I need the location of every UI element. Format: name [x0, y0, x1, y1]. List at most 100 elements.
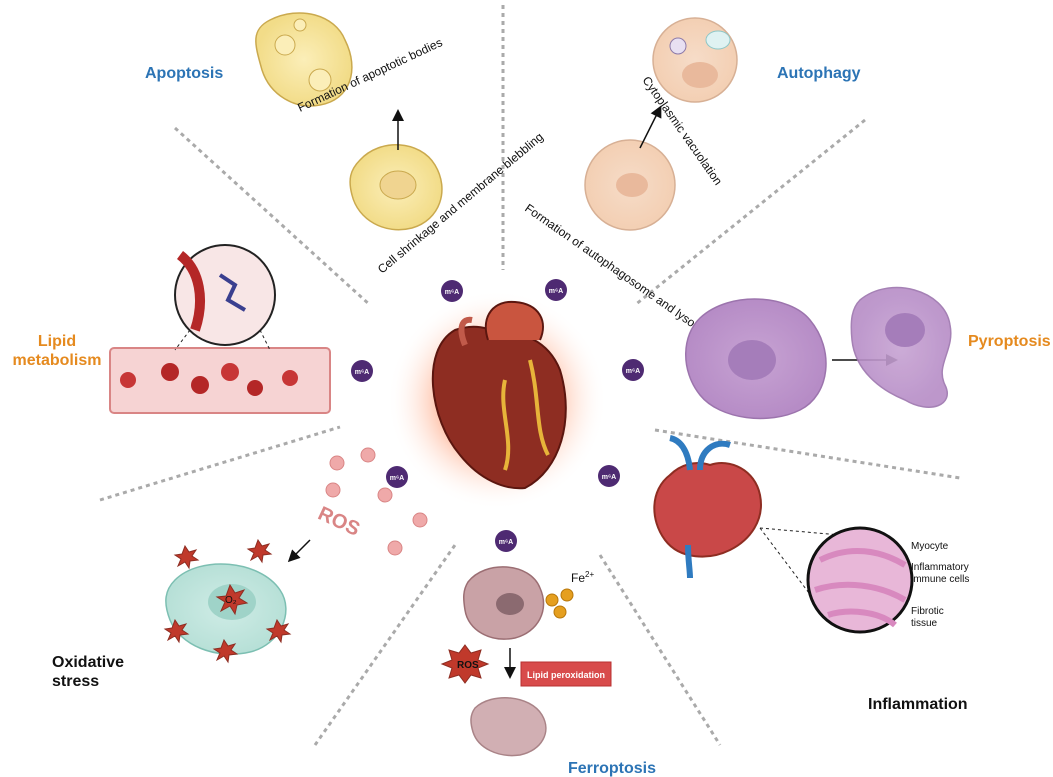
rbc-6	[282, 370, 298, 386]
rbc-2	[161, 363, 179, 381]
divider-pyroptosis-inflammation	[654, 428, 961, 480]
rbc-5	[247, 380, 263, 396]
svg-text:m⁶A: m⁶A	[549, 288, 564, 295]
o2-radical-burst	[163, 538, 292, 664]
apoptosis-section: Apoptosis Formation of apoptotic bodies …	[145, 12, 546, 276]
blood-vessel	[109, 347, 331, 414]
rbc-3	[191, 376, 209, 394]
histology-circle	[806, 526, 914, 634]
iron-3	[553, 605, 567, 619]
anatomical-heart	[653, 462, 762, 558]
apoptotic-body-3	[293, 18, 307, 32]
ros-dot-1	[329, 455, 345, 471]
shrunken-cell-nucleus	[379, 170, 417, 200]
m6a-badge-bottom-left: m⁶A	[386, 466, 408, 488]
o2-burst-5	[265, 618, 292, 644]
ferroptosis-section: Fe2+ ROS Lipid peroxidation Ferroptosis	[440, 566, 656, 777]
myocyte-label: Myocyte	[911, 541, 949, 552]
rbc-4	[221, 363, 239, 381]
divider-lipid-oxidative	[99, 425, 341, 502]
autophagy-section: Autophagy Cytoplasmic vacuolation Format…	[522, 17, 861, 347]
oxidative-title-line1: Oxidative	[52, 654, 124, 671]
divider-oxidative-ferroptosis	[313, 544, 457, 746]
svg-text:m⁶A: m⁶A	[499, 539, 514, 546]
o2-burst-6	[212, 638, 239, 664]
inflammation-section: Myocyte Inflammatory immune cells Fibrot…	[653, 435, 969, 713]
ros-dot-4	[377, 487, 393, 503]
ros-dot-2	[360, 447, 376, 463]
m6a-badge-left: m⁶A	[351, 360, 373, 382]
iron-2	[560, 588, 574, 602]
o2-label: O₂	[225, 595, 237, 606]
lipid-metabolism-section: Lipid metabolism	[13, 244, 331, 414]
lipid-peroxidation-label: Lipid peroxidation	[527, 670, 605, 680]
fibrotic-label-line1: Fibrotic	[911, 606, 944, 617]
o2-burst-2	[246, 538, 273, 564]
central-heart	[387, 290, 607, 510]
m6a-badge-right: m⁶A	[622, 359, 644, 381]
lysosome	[705, 30, 731, 50]
heart-coronary	[501, 359, 550, 471]
divider-autophagy-pyroptosis	[634, 118, 866, 307]
iron-charge: 2+	[585, 570, 594, 579]
heart-vessel	[458, 316, 473, 347]
autophagosome	[669, 37, 687, 55]
pyroptosis-section: Pyroptosis	[685, 286, 1051, 420]
autophagy-title: Autophagy	[777, 65, 861, 82]
vacuolated-cell-nucleus	[682, 62, 718, 88]
lipid-plaque	[218, 273, 247, 312]
iron-label: Fe2+	[571, 570, 594, 585]
divider-apoptosis-lipid	[173, 126, 372, 307]
magnify-guide-right	[259, 329, 271, 351]
m6a-badge-bottom-right: m⁶A	[598, 465, 620, 487]
ros-dot-6	[387, 540, 403, 556]
svg-text:m⁶A: m⁶A	[602, 474, 617, 481]
oxidative-stress-section: ROS O₂ Oxidative stress	[52, 447, 428, 690]
heart-aorta	[484, 300, 544, 341]
oxidative-title-line2: stress	[52, 673, 99, 690]
myocyte-fibers	[814, 547, 907, 628]
immune-label-line2: immune cells	[911, 574, 969, 585]
svg-text:m⁶A: m⁶A	[355, 369, 370, 376]
vacuolated-cell	[652, 17, 738, 103]
divider-ferroptosis-inflammation	[598, 554, 722, 746]
ferroptosis-nucleus	[496, 593, 524, 615]
iron-symbol: Fe	[571, 571, 585, 585]
round-cell-nucleus	[616, 173, 648, 197]
o2-burst-1	[173, 544, 200, 570]
oxidative-arrow	[287, 539, 311, 563]
apoptotic-body-2	[308, 68, 332, 92]
zoom-guide-top	[759, 527, 841, 536]
m6a-badge-top-left: m⁶A	[441, 280, 463, 302]
pyroptosis-cell-after	[850, 286, 952, 408]
ros-burst	[440, 644, 490, 684]
pyroptosis-nucleus-before	[728, 340, 776, 380]
pyroptosis-title: Pyroptosis	[968, 333, 1051, 350]
sector-dividers	[99, 5, 961, 746]
rbc-1	[120, 372, 136, 388]
ferroptotic-cell	[470, 697, 547, 757]
ros-label: ROS	[315, 503, 364, 541]
fibrotic-label-line2: tissue	[911, 618, 938, 629]
m6a-badge-top-right: m⁶A	[545, 279, 567, 301]
magnify-guide-left	[174, 329, 191, 351]
pyroptosis-nucleus-after	[885, 313, 925, 347]
iron-1	[545, 593, 559, 607]
svg-text:m⁶A: m⁶A	[390, 475, 405, 482]
heart-descending-aorta	[685, 544, 693, 579]
svg-text:m⁶A: m⁶A	[445, 289, 460, 296]
o2-burst-4	[163, 618, 190, 644]
o2-burst-3	[215, 583, 249, 616]
lipid-peroxidation-box	[520, 661, 612, 687]
ros-dot-3	[325, 482, 341, 498]
ferroptosis-ros-label: ROS	[457, 660, 479, 671]
inflammation-title: Inflammation	[868, 696, 968, 713]
heart-vessel-blue	[669, 435, 731, 471]
magnified-vessel-wall	[176, 251, 205, 332]
ros-dot-5	[412, 512, 428, 528]
svg-text:m⁶A: m⁶A	[626, 368, 641, 375]
ferroptosis-title: Ferroptosis	[568, 760, 656, 777]
lipid-title-line1: Lipid	[38, 333, 76, 350]
